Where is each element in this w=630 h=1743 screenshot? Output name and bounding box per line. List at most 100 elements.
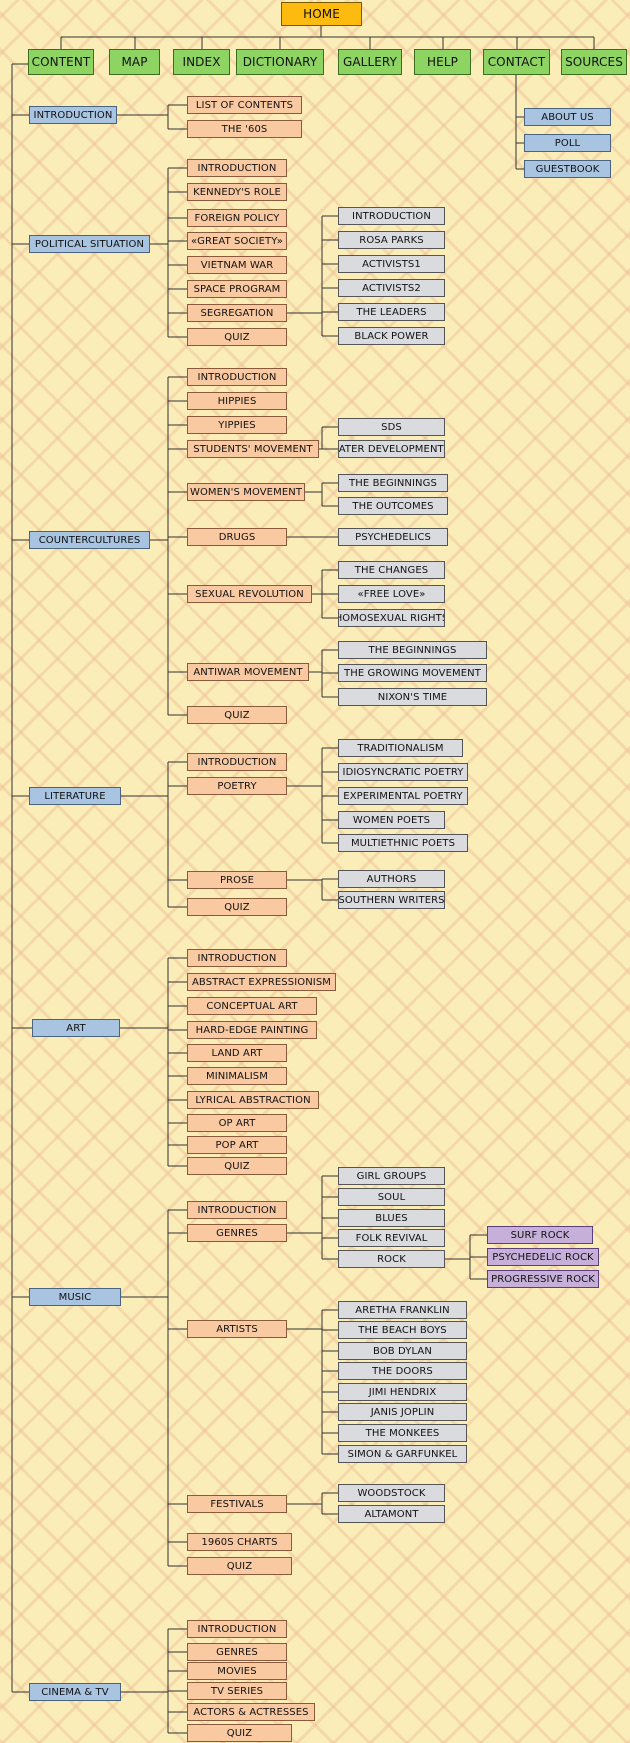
subtopic-students-movement-sds-button[interactable]: SDS — [338, 418, 445, 436]
subtopic-sexual-revolution-free-love-button[interactable]: «FREE LOVE» — [338, 585, 445, 603]
topic-art-pop-art-button[interactable]: POP ART — [187, 1136, 287, 1154]
subtopic-poetry-traditionalism-button[interactable]: TRADITIONALISM — [338, 739, 463, 757]
subtopic-segregation-activists2-button[interactable]: ACTIVISTS2 — [338, 279, 445, 297]
subtopic-artists-bob-dylan-button[interactable]: BOB DYLAN — [338, 1342, 467, 1360]
subtopic-segregation-introduction-button[interactable]: INTRODUCTION — [338, 207, 445, 225]
nav-sources-button[interactable]: SOURCES — [561, 49, 627, 75]
topic-art-quiz-button[interactable]: QUIZ — [187, 1157, 287, 1175]
topic-political-situation-great-society-button[interactable]: «GREAT SOCIETY» — [187, 232, 287, 250]
topic-cinema-tv-actors-actresses-button[interactable]: ACTORS & ACTRESSES — [187, 1703, 315, 1721]
topic-music-introduction-button[interactable]: INTRODUCTION — [187, 1201, 287, 1219]
subtopic-artists-aretha-franklin-button[interactable]: ARETHA FRANKLIN — [338, 1301, 467, 1319]
subtopic-segregation-rosa-parks-button[interactable]: ROSA PARKS — [338, 231, 445, 249]
topic-cinema-tv-genres-button[interactable]: GENRES — [187, 1643, 287, 1661]
subtopic-festivals-woodstock-button[interactable]: WOODSTOCK — [338, 1484, 445, 1502]
subtopic-artists-the-doors-button[interactable]: THE DOORS — [338, 1362, 467, 1380]
contact-poll-button[interactable]: POLL — [524, 134, 611, 152]
topic-introduction-list-of-contents-button[interactable]: LIST OF CONTENTS — [187, 96, 302, 114]
topic-literature-prose-button[interactable]: PROSE — [187, 871, 287, 889]
topic-political-situation-vietnam-war-button[interactable]: VIETNAM WAR — [187, 256, 287, 274]
contact-about-us-button[interactable]: ABOUT US — [524, 108, 611, 126]
subtopic-poetry-multiethnic-poets-button[interactable]: MULTIETHNIC POETS — [338, 834, 468, 852]
topic-art-conceptual-art-button[interactable]: CONCEPTUAL ART — [187, 997, 317, 1015]
subtopic-womens-movement-the-beginnings-button[interactable]: THE BEGINNINGS — [338, 474, 448, 492]
topic-political-situation-space-program-button[interactable]: SPACE PROGRAM — [187, 280, 287, 298]
topic-art-abstract-expressionism-button[interactable]: ABSTRACT EXPRESSIONISM — [187, 973, 336, 991]
subtopic-artists-jimi-hendrix-button[interactable]: JIMI HENDRIX — [338, 1383, 467, 1401]
subtopic-poetry-experimental-poetry-button[interactable]: EXPERIMENTAL POETRY — [338, 787, 468, 805]
topic-countercultures-hippies-button[interactable]: HIPPIES — [187, 392, 287, 410]
subtopic-antiwar-movement-nixons-time-button[interactable]: NIXON'S TIME — [338, 688, 487, 706]
topic-cinema-tv-quiz-button[interactable]: QUIZ — [187, 1724, 292, 1742]
section-introduction-button[interactable]: INTRODUCTION — [29, 106, 117, 124]
section-literature-button[interactable]: LITERATURE — [29, 787, 121, 805]
subtopic-artists-the-beach-boys-button[interactable]: THE BEACH BOYS — [338, 1321, 467, 1339]
subtopic-genres-girl-groups-button[interactable]: GIRL GROUPS — [338, 1167, 445, 1185]
topic-countercultures-students-movement-button[interactable]: STUDENTS' MOVEMENT — [187, 440, 319, 458]
section-music-button[interactable]: MUSIC — [29, 1288, 121, 1306]
subtopic-prose-southern-writers-button[interactable]: SOUTHERN WRITERS — [338, 891, 445, 909]
topic-literature-quiz-button[interactable]: QUIZ — [187, 898, 287, 916]
subtopic-poetry-idiosyncratic-poetry-button[interactable]: IDIOSYNCRATIC POETRY — [338, 763, 468, 781]
topic-political-situation-segregation-button[interactable]: SEGREGATION — [187, 304, 287, 322]
subtopic-genres-folk-revival-button[interactable]: FOLK REVIVAL — [338, 1229, 445, 1247]
nav-dictionary-button[interactable]: DICTIONARY — [236, 49, 324, 75]
subtopic-artists-the-monkees-button[interactable]: THE MONKEES — [338, 1424, 467, 1442]
section-political-situation-button[interactable]: POLITICAL SITUATION — [29, 235, 150, 253]
section-cinema-tv-button[interactable]: CINEMA & TV — [29, 1683, 121, 1701]
section-art-button[interactable]: ART — [32, 1019, 120, 1037]
topic-art-minimalism-button[interactable]: MINIMALISM — [187, 1067, 287, 1085]
nav-map-button[interactable]: MAP — [109, 49, 160, 75]
topic-music-1960s-charts-button[interactable]: 1960S CHARTS — [187, 1533, 292, 1551]
topic-countercultures-introduction-button[interactable]: INTRODUCTION — [187, 368, 287, 386]
topic-art-hard-edge-painting-button[interactable]: HARD-EDGE PAINTING — [187, 1021, 317, 1039]
topic-countercultures-yippies-button[interactable]: YIPPIES — [187, 416, 287, 434]
topic-art-land-art-button[interactable]: LAND ART — [187, 1044, 287, 1062]
subtopic-artists-simon-garfunkel-button[interactable]: SIMON & GARFUNKEL — [338, 1445, 467, 1463]
subtopic-poetry-women-poets-button[interactable]: WOMEN POETS — [338, 811, 445, 829]
topic-cinema-tv-tv-series-button[interactable]: TV SERIES — [187, 1682, 287, 1700]
subtopic-artists-janis-joplin-button[interactable]: JANIS JOPLIN — [338, 1403, 467, 1421]
subtopic-prose-authors-button[interactable]: AUTHORS — [338, 870, 445, 888]
subtopic-festivals-altamont-button[interactable]: ALTAMONT — [338, 1505, 445, 1523]
subtopic-sexual-revolution-homosexual-rights-button[interactable]: HOMOSEXUAL RIGHTS — [338, 609, 445, 627]
subtopic-antiwar-movement-the-growing-movement-button[interactable]: THE GROWING MOVEMENT — [338, 664, 487, 682]
topic-art-lyrical-abstraction-button[interactable]: LYRICAL ABSTRACTION — [187, 1091, 319, 1109]
topic-countercultures-drugs-button[interactable]: DRUGS — [187, 528, 287, 546]
subtopic-segregation-activists1-button[interactable]: ACTIVISTS1 — [338, 255, 445, 273]
topic-political-situation-kennedys-role-button[interactable]: KENNEDY'S ROLE — [187, 183, 287, 201]
subtopic-segregation-black-power-button[interactable]: BLACK POWER — [338, 327, 445, 345]
topic-music-artists-button[interactable]: ARTISTS — [187, 1320, 287, 1338]
rock-psychedelic-rock-button[interactable]: PSYCHEDELIC ROCK — [487, 1248, 599, 1266]
nav-contact-button[interactable]: CONTACT — [483, 49, 550, 75]
topic-political-situation-quiz-button[interactable]: QUIZ — [187, 328, 287, 346]
section-countercultures-button[interactable]: COUNTERCULTURES — [29, 531, 150, 549]
topic-countercultures-sexual-revolution-button[interactable]: SEXUAL REVOLUTION — [187, 585, 312, 603]
topic-music-genres-button[interactable]: GENRES — [187, 1224, 287, 1242]
rock-progressive-rock-button[interactable]: PROGRESSIVE ROCK — [487, 1270, 599, 1288]
topic-music-festivals-button[interactable]: FESTIVALS — [187, 1495, 287, 1513]
topic-literature-introduction-button[interactable]: INTRODUCTION — [187, 753, 287, 771]
topic-art-introduction-button[interactable]: INTRODUCTION — [187, 949, 287, 967]
topic-cinema-tv-movies-button[interactable]: MOVIES — [187, 1662, 287, 1680]
topic-countercultures-womens-movement-button[interactable]: WOMEN'S MOVEMENT — [187, 483, 305, 501]
topic-cinema-tv-introduction-button[interactable]: INTRODUCTION — [187, 1620, 287, 1638]
subtopic-genres-blues-button[interactable]: BLUES — [338, 1209, 445, 1227]
subtopic-womens-movement-the-outcomes-button[interactable]: THE OUTCOMES — [338, 497, 448, 515]
nav-index-button[interactable]: INDEX — [173, 49, 230, 75]
subtopic-genres-rock-button[interactable]: ROCK — [338, 1250, 445, 1268]
contact-guestbook-button[interactable]: GUESTBOOK — [524, 160, 611, 178]
subtopic-genres-soul-button[interactable]: SOUL — [338, 1188, 445, 1206]
topic-literature-poetry-button[interactable]: POETRY — [187, 777, 287, 795]
subtopic-students-movement-later-developments-button[interactable]: LATER DEVELOPMENTS — [338, 440, 445, 458]
topic-music-quiz-button[interactable]: QUIZ — [187, 1557, 292, 1575]
subtopic-sexual-revolution-the-changes-button[interactable]: THE CHANGES — [338, 561, 445, 579]
nav-gallery-button[interactable]: GALLERY — [338, 49, 402, 75]
rock-surf-rock-button[interactable]: SURF ROCK — [487, 1226, 593, 1244]
nav-help-button[interactable]: HELP — [414, 49, 471, 75]
subtopic-segregation-the-leaders-button[interactable]: THE LEADERS — [338, 303, 445, 321]
topic-introduction-the-60s-button[interactable]: THE '60S — [187, 120, 302, 138]
subtopic-drugs-psychedelics-button[interactable]: PSYCHEDELICS — [338, 528, 448, 546]
topic-countercultures-antiwar-movement-button[interactable]: ANTIWAR MOVEMENT — [187, 663, 309, 681]
topic-political-situation-introduction-button[interactable]: INTRODUCTION — [187, 159, 287, 177]
